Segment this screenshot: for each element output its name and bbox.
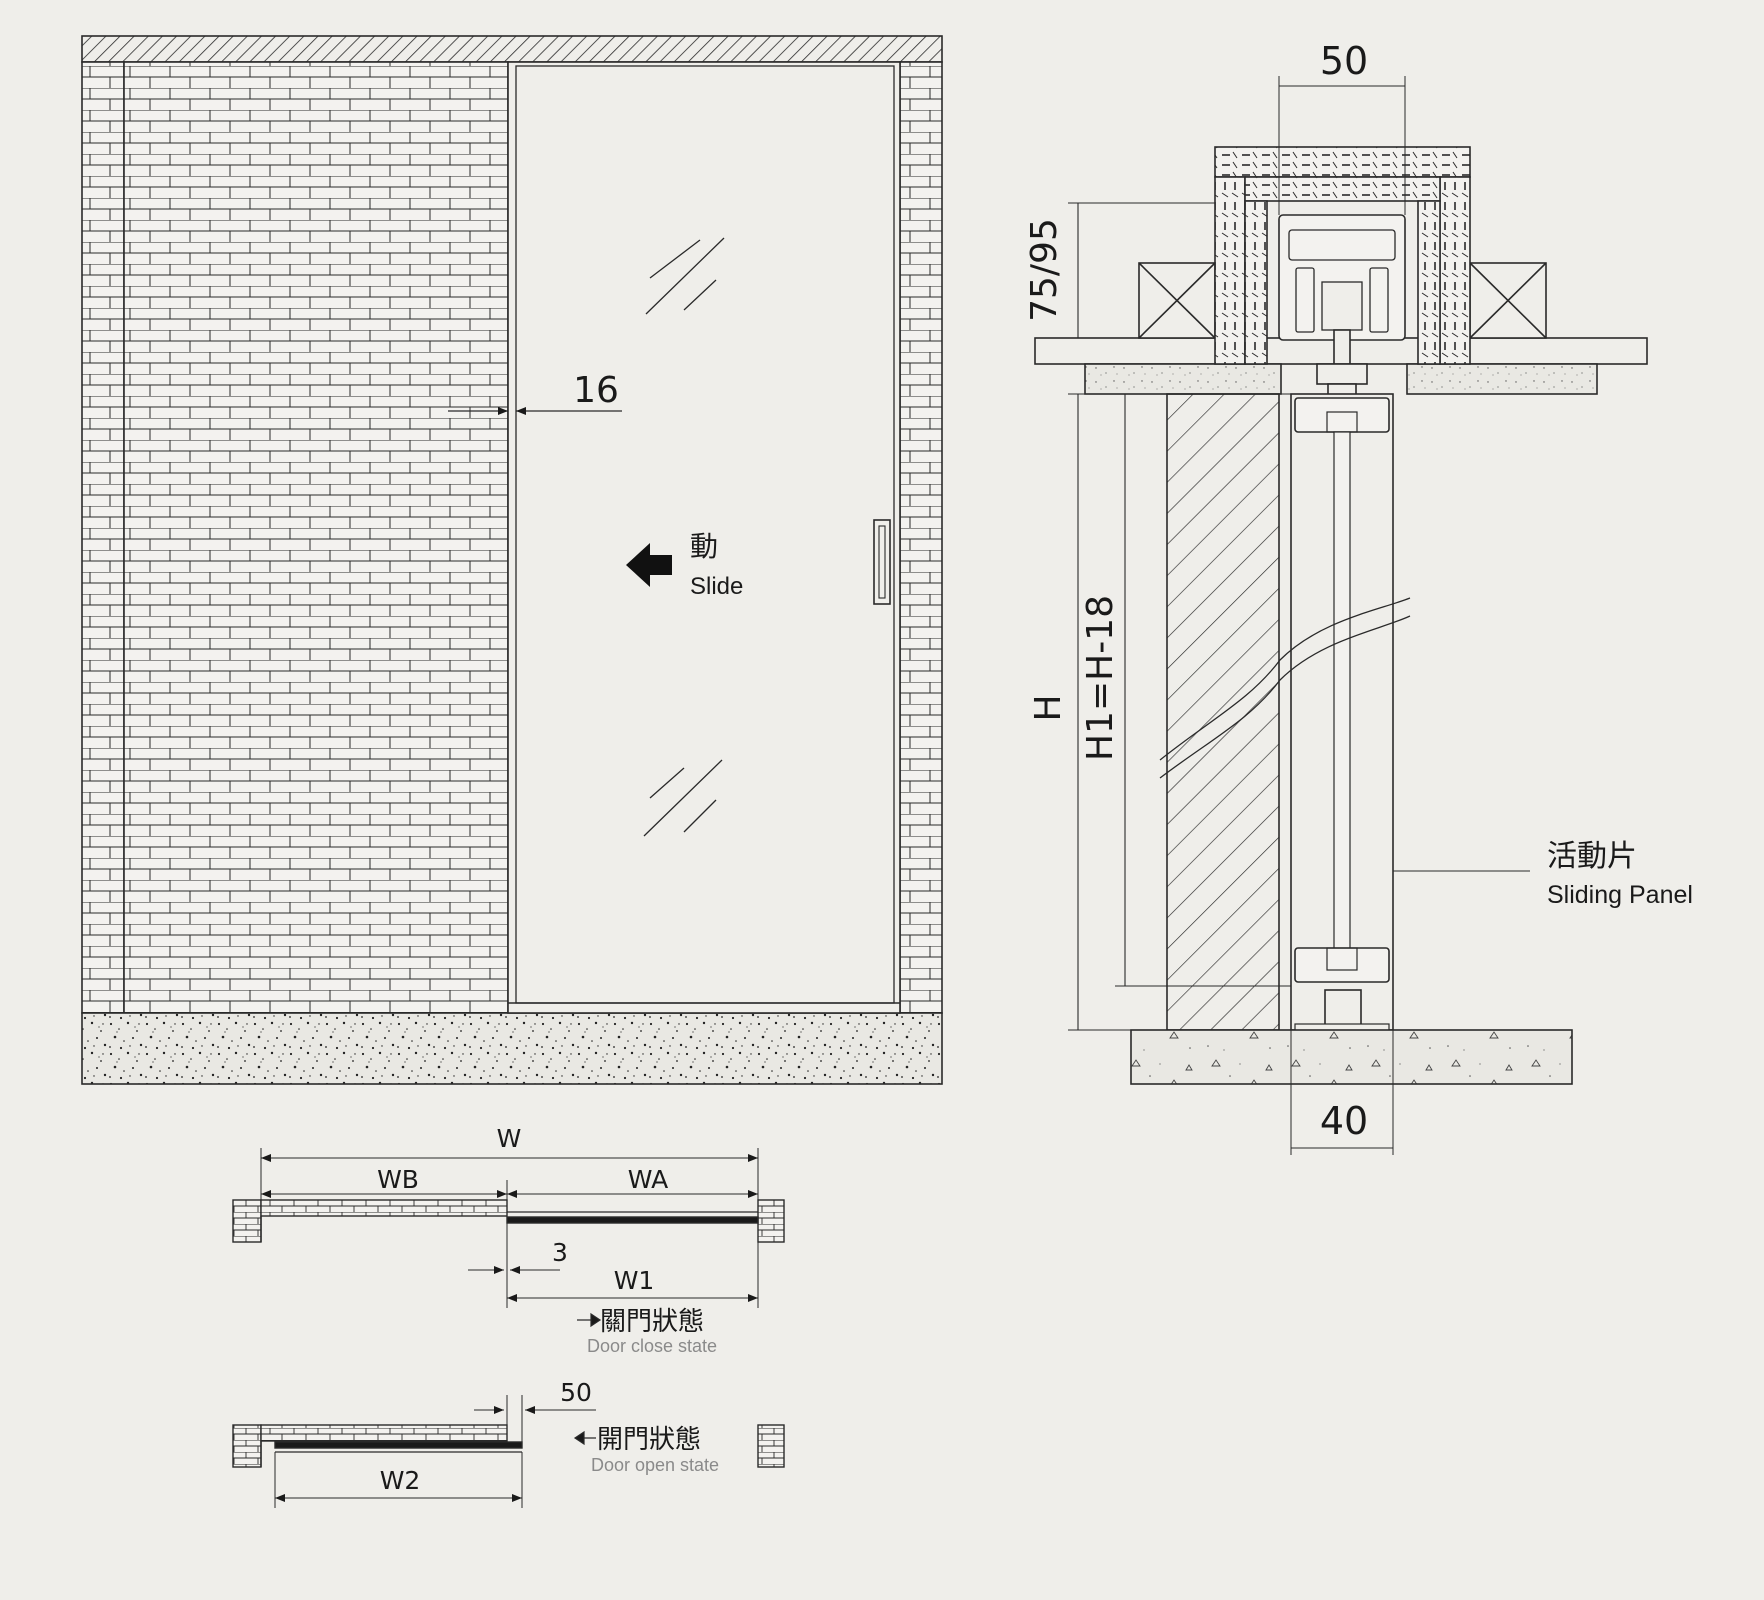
section-view xyxy=(1034,76,1648,1155)
plan-open-right-brick xyxy=(757,1424,785,1468)
floor-slab xyxy=(1130,1029,1573,1085)
open-state-en: Door open state xyxy=(591,1455,719,1475)
section-dim-head: 75/95 xyxy=(1024,218,1065,322)
plan-dim-wa: WA xyxy=(628,1165,668,1194)
plan-open xyxy=(232,1395,785,1508)
floor-concrete xyxy=(81,1012,943,1085)
box-left-board xyxy=(1214,176,1246,365)
plan-closed-left-brick xyxy=(232,1199,262,1243)
close-state-arrow-icon xyxy=(577,1312,602,1328)
glass-reflection-lower xyxy=(643,759,723,837)
panel-bottom-rail xyxy=(1294,947,1390,983)
close-state-en: Door close state xyxy=(587,1336,717,1356)
plan-closed-right-brick xyxy=(757,1199,785,1243)
box-right-board xyxy=(1439,176,1471,365)
trolley-wheel xyxy=(1321,281,1363,331)
plan-open-left-brick xyxy=(232,1424,262,1468)
elevation-view xyxy=(81,35,943,1085)
close-state-cn: 關門狀態 xyxy=(600,1306,704,1336)
door-handle xyxy=(873,519,891,605)
box-inner-left xyxy=(1244,200,1268,365)
slide-label-en: Slide xyxy=(690,573,743,600)
plan-closed-panel xyxy=(506,1216,759,1224)
sliding-panel-label-cn: 活動片 xyxy=(1547,840,1637,873)
box-inner-top xyxy=(1244,176,1441,202)
plan-open-pocket-wall xyxy=(260,1424,508,1442)
door-handle-grip xyxy=(878,525,886,599)
box-inner-right xyxy=(1417,200,1441,365)
plan-closed-pocket-wall xyxy=(260,1199,508,1217)
section-dim-top: 50 xyxy=(1320,39,1368,83)
plan-dim-3: 3 xyxy=(552,1238,568,1267)
break-line-lower xyxy=(1159,615,1411,779)
plan-dim-wb: WB xyxy=(377,1165,419,1194)
ceiling-screed-left xyxy=(1084,363,1282,395)
gap-dimension-label: 16 xyxy=(573,370,619,411)
open-state-cn: 開門狀態 xyxy=(597,1424,701,1454)
glass-door-panel xyxy=(507,61,901,1014)
panel-glass xyxy=(1333,431,1351,963)
pocket-wall-brick xyxy=(123,61,509,1014)
right-wall-brick xyxy=(899,61,943,1014)
box-top-board xyxy=(1214,146,1471,178)
panel-top-rail xyxy=(1294,397,1390,433)
open-state-arrow-icon xyxy=(573,1430,596,1446)
plan-open-panel xyxy=(274,1441,523,1449)
section-dim-h1: H1=H-18 xyxy=(1080,595,1121,761)
plan-closed xyxy=(232,1148,785,1328)
pocket-wall-hatch xyxy=(1166,393,1280,1031)
plan-dim-50: 50 xyxy=(560,1378,592,1407)
slide-arrow-icon xyxy=(626,543,672,587)
glass-reflection-upper xyxy=(645,237,725,315)
ceiling-screed-right xyxy=(1406,363,1598,395)
ceiling-hatch xyxy=(81,35,943,63)
break-line-upper xyxy=(1159,597,1411,761)
slide-label-cn: 動 xyxy=(690,531,718,562)
floor-guide xyxy=(1324,989,1362,1027)
left-wall-brick xyxy=(81,61,125,1014)
plan-dim-w2: W2 xyxy=(380,1466,421,1495)
sliding-panel-label-en: Sliding Panel xyxy=(1547,881,1693,909)
section-dim-bottom: 40 xyxy=(1320,1099,1368,1143)
plan-dim-w1: W1 xyxy=(614,1266,655,1295)
section-dim-h: H xyxy=(1028,694,1069,721)
plan-dim-w: W xyxy=(497,1124,522,1153)
